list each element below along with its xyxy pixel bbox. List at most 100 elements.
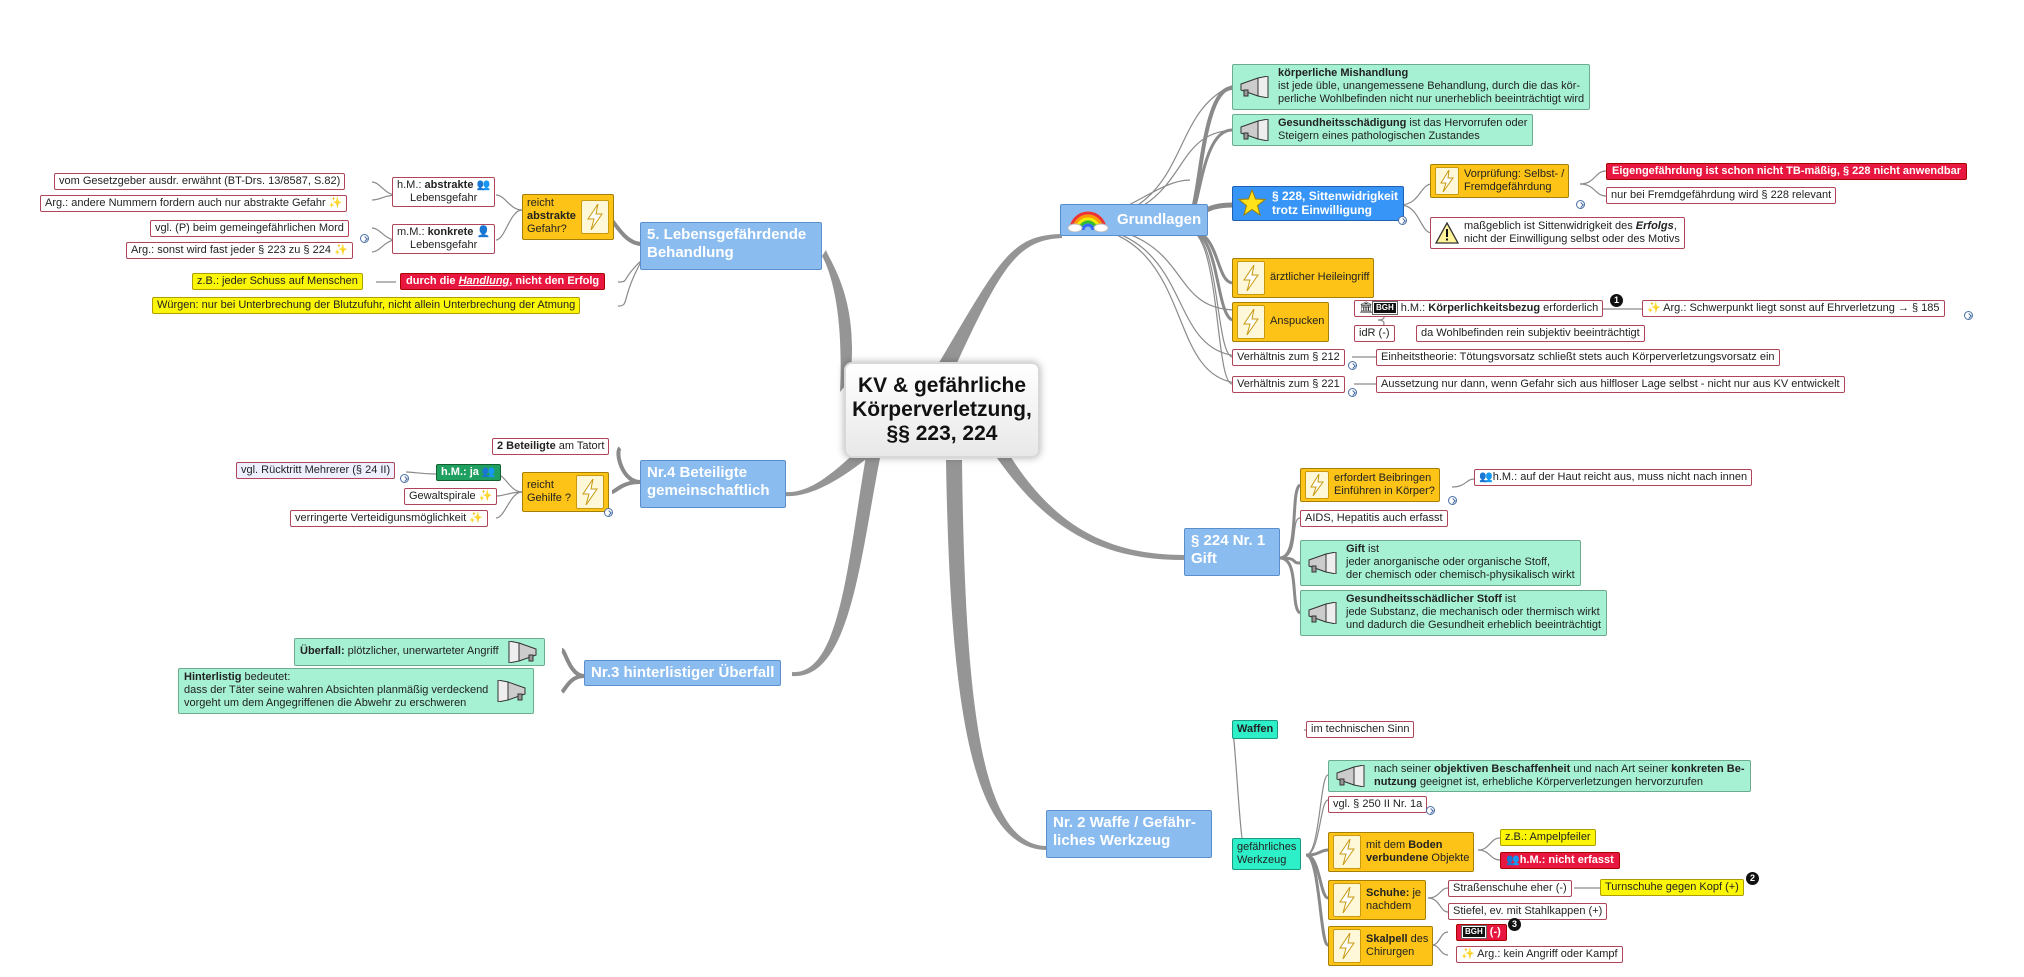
arg-ehrverletzung-box[interactable]: ✨ Arg.: Schwerpunkt liegt sonst auf Ehrv… [1642, 300, 1945, 318]
topic-lebensgefaehrdende-behandlung[interactable]: 5. Lebensgefährdende Behandlung [640, 222, 822, 270]
vgl-250-box[interactable]: vgl. § 250 II Nr. 1a [1328, 796, 1428, 814]
mishandlung-box[interactable]: körperliche Mishandlung ist jede üble, u… [1232, 64, 1591, 110]
link-icon[interactable] [604, 508, 613, 517]
wuergen-box[interactable]: Würgen: nur bei Unterbrechung der Blutzu… [152, 297, 581, 315]
vorpruefung-box[interactable]: Vorprüfung: Selbst- /Fremdgefährdung [1430, 164, 1570, 198]
stiefel-box[interactable]: Stiefel, ev. mit Stahlkappen (+) [1448, 903, 1608, 921]
gift-def-2: jeder anorganische oder organische Stoff… [1346, 556, 1551, 569]
hm-ja-box[interactable]: h.M.: ja👥 [436, 464, 501, 482]
ueberfall-def-box[interactable]: Überfall: plötzlicher, unerwarteter Angr… [294, 638, 545, 666]
topic-grundlagen[interactable]: Grundlagen [1060, 204, 1209, 236]
lightning-icon [1237, 305, 1265, 339]
anspucken-box[interactable]: Anspucken [1232, 302, 1330, 342]
wohlbefinden-box[interactable]: da Wohlbefinden rein subjektiv beeinträc… [1416, 325, 1645, 343]
sonst-box[interactable]: Arg.: sonst wird fast jeder § 223 zu § 2… [126, 242, 353, 260]
gewaltspirale-box[interactable]: Gewaltspirale ✨ [404, 488, 498, 506]
person-icon: 👤 [476, 226, 491, 238]
ruecktritt-box[interactable]: vgl. Rücktritt Mehrerer (§ 24 II) [236, 462, 396, 480]
kein-angriff-label: Arg.: kein Angriff oder Kampf [1477, 948, 1618, 960]
massgeblich-emph: Erfolgs [1635, 220, 1674, 232]
fremdgefaehrdung-box[interactable]: nur bei Fremdgefährdung wird § 228 relev… [1606, 187, 1837, 205]
gesundheitsschaedigung-box[interactable]: Gesundheitsschädigung ist das Hervorrufe… [1232, 114, 1534, 147]
hm-abstrakte-box[interactable]: h.M.: abstrakte 👥Lebensgefahr [392, 177, 496, 208]
vgl-mord-box[interactable]: vgl. (P) beim gemeingefährlichen Mord [150, 220, 349, 238]
topic-beteiligte[interactable]: Nr.4 Beteiligte gemeinschaftlich [640, 460, 786, 508]
skalpell-bgh-box[interactable]: BGH(-) [1456, 924, 1507, 942]
zwei-beteiligte-box[interactable]: 2 Beteiligte am Tatort [492, 438, 610, 456]
strassenschuhe-box[interactable]: Straßenschuhe eher (-) [1448, 880, 1572, 898]
andere-nummern-box[interactable]: Arg.: andere Nummern fordern auch nur ab… [40, 195, 348, 213]
aids-box[interactable]: AIDS, Hepatitis auch erfasst [1300, 510, 1448, 528]
link-icon[interactable] [400, 474, 409, 483]
obj-bold2: konkreten Be- [1671, 763, 1745, 775]
link-icon[interactable] [1576, 200, 1585, 209]
warning-icon [1435, 222, 1459, 244]
technischer-sinn-box[interactable]: im technischen Sinn [1306, 721, 1415, 739]
obj-part1: nach seiner [1374, 763, 1434, 775]
verteidigung-box[interactable]: verringerte Verteidigunsmöglichkeit ✨ [290, 510, 488, 528]
link-icon[interactable] [1348, 361, 1357, 370]
boden-bold1: Boden [1408, 838, 1443, 851]
einheitstheorie-box[interactable]: Einheitstheorie: Tötungsvorsatz schließt… [1376, 349, 1780, 367]
idr-box[interactable]: idR (-) [1354, 325, 1395, 343]
schuss-box[interactable]: z.B.: jeder Schuss auf Menschen [192, 273, 363, 291]
lightning-icon [1435, 167, 1459, 195]
haut-label: h.M.: auf der Haut reicht aus, muss nich… [1492, 471, 1748, 483]
heileingriff-box[interactable]: ärztlicher Heileingriff [1232, 258, 1375, 298]
verhaeltnis-221-box[interactable]: Verhältnis zum § 221 [1232, 376, 1345, 394]
central-topic[interactable]: KV & gefährliche Körperverletzung, §§ 22… [844, 362, 1040, 458]
link-icon[interactable] [1426, 806, 1435, 815]
ampelpfeiler-box[interactable]: z.B.: Ampelpfeiler [1500, 829, 1596, 847]
megaphone-icon [1334, 765, 1368, 788]
durch-handlung-box[interactable]: durch die Handlung, nicht den Erfolg [400, 273, 606, 291]
beibringen-line2: Einführen in Körper? [1334, 485, 1435, 497]
objektive-beschaffenheit-box[interactable]: nach seiner objektiven Beschaffenheit un… [1328, 760, 1751, 793]
link-icon[interactable] [1348, 388, 1357, 397]
mm-konkrete-prefix: m.M.: [397, 226, 428, 238]
hinterlistig-def-box[interactable]: Hinterlistig bedeutet:dass der Täter sei… [178, 668, 535, 714]
mm-konkrete-box[interactable]: m.M.: konkrete 👤Lebensgefahr [392, 224, 496, 255]
people-icon: 👥 [1479, 471, 1493, 483]
turnschuhe-box[interactable]: Turnschuhe gegen Kopf (+) [1600, 879, 1744, 897]
hm-ja-label: h.M.: ja [441, 466, 479, 478]
link-icon[interactable] [360, 234, 369, 243]
zwei-beteiligte-bold: 2 Beteiligte [497, 440, 556, 452]
nicht-erfasst-box[interactable]: 👥h.M.: nicht erfasst [1500, 852, 1620, 870]
eigengefaehrdung-box[interactable]: Eigengefährdung ist schon nicht TB-mäßig… [1606, 163, 1967, 181]
lightning-icon [576, 475, 605, 509]
link-icon[interactable] [1964, 311, 1973, 320]
verhaeltnis-212-box[interactable]: Verhältnis zum § 212 [1232, 349, 1345, 367]
people-icon: 👥 [476, 179, 491, 191]
topic-waffe[interactable]: Nr. 2 Waffe / Gefähr-liches Werkzeug [1046, 810, 1212, 858]
stoff-def-2: jede Substanz, die mechanisch oder therm… [1346, 606, 1600, 619]
vorpruefung-line1: Vorprüfung: Selbst- / [1464, 167, 1565, 180]
bgh-badge: BGH [1461, 925, 1487, 940]
link-icon[interactable] [1398, 216, 1407, 225]
anspucken-label: Anspucken [1270, 315, 1325, 328]
gesundheit-def-2: Steigern eines pathologischen Zustandes [1278, 130, 1480, 143]
kein-angriff-box[interactable]: ✨ Arg.: kein Angriff oder Kampf [1456, 946, 1623, 964]
link-icon[interactable] [1448, 496, 1457, 505]
massgeblich-box[interactable]: maßgeblich ist Sittenwidrigkeit des Erfo… [1430, 217, 1685, 250]
hinterlistig-line2: dass der Täter seine wahren Absichten pl… [184, 684, 489, 697]
topic-beteiligte-label: Nr.4 Beteiligte gemeinschaftlich [647, 464, 770, 499]
topic-ueberfall[interactable]: Nr.3 hinterlistiger Überfall [584, 660, 782, 686]
gesetzgeber-box[interactable]: vom Gesetzgeber ausdr. erwähnt (BT-Drs. … [54, 173, 346, 191]
haut-box[interactable]: 👥h.M.: auf der Haut reicht aus, muss nic… [1474, 469, 1753, 487]
waffen-box[interactable]: Waffen [1232, 720, 1279, 740]
aussetzung-box[interactable]: Aussetzung nur dann, wenn Gefahr sich au… [1376, 376, 1845, 394]
hinterlistig-bold: Hinterlistig [184, 671, 242, 683]
topic-gift[interactable]: § 224 Nr. 1 Gift [1184, 528, 1280, 576]
